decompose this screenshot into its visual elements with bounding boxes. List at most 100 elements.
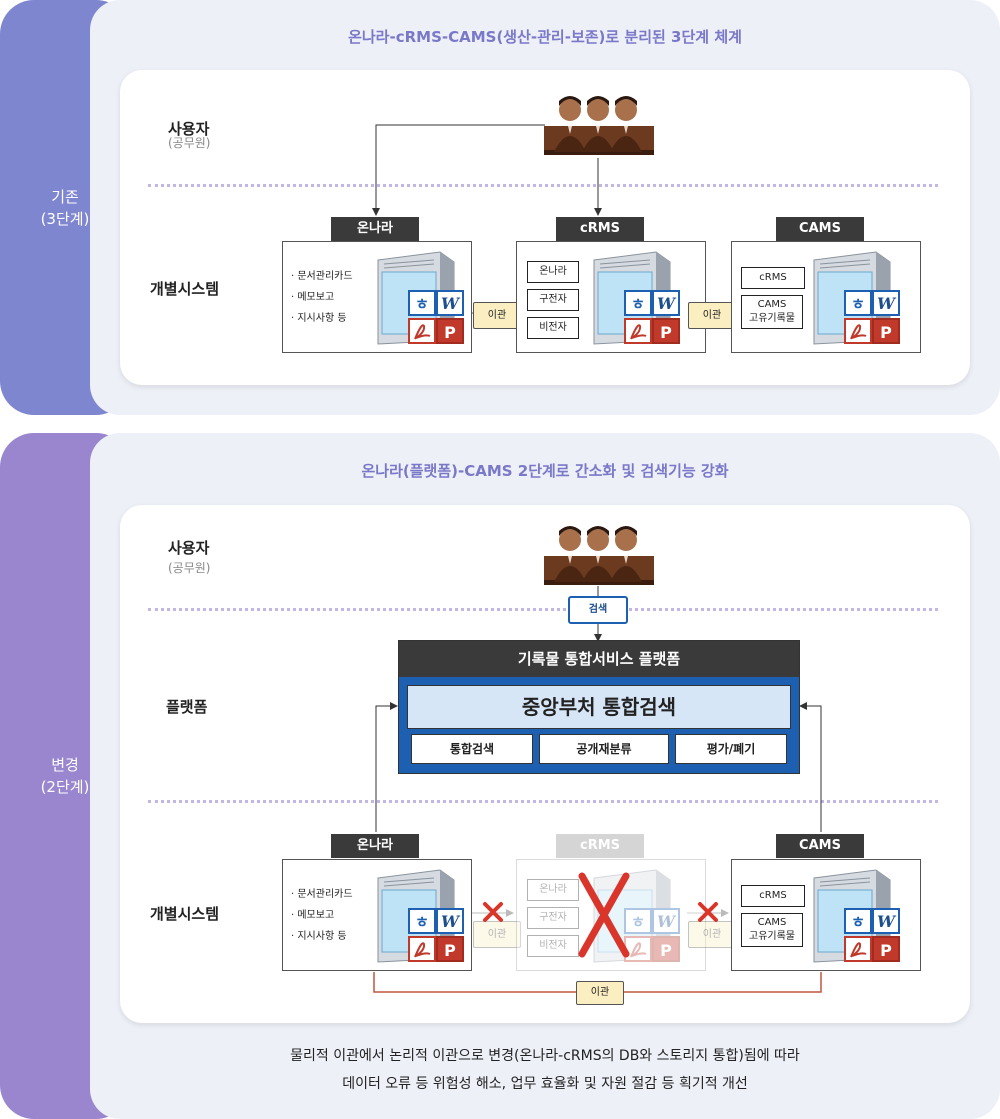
platform-evaluation: 평가/폐기 bbox=[675, 734, 787, 764]
hwp-icon: ㅎ bbox=[408, 908, 436, 934]
transfer-tag: 이관 bbox=[688, 921, 736, 948]
ppt-icon: P bbox=[436, 936, 464, 962]
svg-text:W: W bbox=[877, 294, 897, 313]
cams-tag-line: CAMS bbox=[757, 917, 787, 928]
pdf-icon bbox=[844, 318, 872, 344]
pdf-icon bbox=[624, 318, 652, 344]
word-icon: W bbox=[436, 290, 464, 316]
hwp-icon: ㅎ bbox=[844, 290, 872, 316]
user-sublabel: (공무원) bbox=[168, 136, 211, 150]
side-tab-label: 변경 bbox=[51, 756, 79, 774]
cams-title: CAMS bbox=[776, 217, 864, 241]
word-icon: W bbox=[652, 908, 680, 934]
svg-text:ㅎ: ㅎ bbox=[851, 295, 865, 313]
svg-text:W: W bbox=[441, 912, 461, 931]
user-label: 사용자 bbox=[168, 539, 210, 557]
divider-dots bbox=[148, 184, 938, 187]
cams-tag-own-records: CAMS 고유기록물 bbox=[741, 913, 803, 947]
pdf-icon bbox=[844, 936, 872, 962]
changed-heading: 온나라(플랫폼)-CAMS 2단계로 간소화 및 검색기능 강화 bbox=[361, 462, 729, 480]
svg-text:P: P bbox=[444, 941, 456, 960]
word-icon: W bbox=[872, 290, 900, 316]
onnara-bullets: · 문서관리카드 · 메모보고 · 지시사항 등 bbox=[291, 884, 353, 947]
svg-text:ㅎ: ㅎ bbox=[415, 295, 429, 313]
cross-icon bbox=[578, 872, 630, 958]
users-icon bbox=[544, 526, 654, 585]
platform-reclassification: 공개재분류 bbox=[539, 734, 669, 764]
bullet-item: · 메모보고 bbox=[291, 910, 335, 921]
transfer-tag: 이관 bbox=[473, 302, 521, 329]
svg-text:P: P bbox=[660, 941, 672, 960]
system-row-label: 개별시스템 bbox=[150, 905, 220, 923]
cams-tag-line: CAMS bbox=[757, 299, 787, 310]
svg-text:P: P bbox=[880, 941, 892, 960]
ppt-icon: P bbox=[652, 318, 680, 344]
onnara-bullets: · 문서관리카드 · 메모보고 · 지시사항 등 bbox=[291, 266, 353, 329]
pdf-icon bbox=[408, 936, 436, 962]
footer-line-2: 데이터 오류 등 위험성 해소, 업무 효율화 및 자원 절감 등 획기적 개선 bbox=[342, 1076, 748, 1092]
svg-text:P: P bbox=[660, 323, 672, 342]
crms-tag-old-electronic: 구전자 bbox=[527, 289, 579, 311]
crms-title: cRMS bbox=[556, 217, 644, 241]
platform-row-label: 플랫폼 bbox=[166, 698, 208, 716]
crms-title: cRMS bbox=[556, 834, 644, 858]
onnara-title: 온나라 bbox=[331, 834, 419, 858]
word-icon: W bbox=[872, 908, 900, 934]
central-search-box: 중앙부처 통합검색 bbox=[407, 685, 791, 729]
cams-tag-crms: cRMS bbox=[741, 267, 805, 289]
cross-icon bbox=[698, 902, 718, 922]
side-tab-label: 기존 bbox=[51, 187, 79, 206]
cross-icon bbox=[483, 902, 503, 922]
hwp-icon: ㅎ bbox=[624, 908, 652, 934]
bullet-item: · 문서관리카드 bbox=[291, 271, 353, 282]
hwp-icon: ㅎ bbox=[624, 290, 652, 316]
svg-text:ㅎ: ㅎ bbox=[631, 295, 645, 313]
ppt-icon: P bbox=[436, 318, 464, 344]
svg-text:ㅎ: ㅎ bbox=[631, 913, 645, 931]
svg-text:ㅎ: ㅎ bbox=[415, 913, 429, 931]
server-icon bbox=[593, 869, 671, 963]
ppt-icon: P bbox=[652, 936, 680, 962]
svg-text:W: W bbox=[877, 912, 897, 931]
ppt-icon: P bbox=[872, 318, 900, 344]
onnara-title: 온나라 bbox=[331, 217, 419, 241]
bullet-item: · 문서관리카드 bbox=[291, 889, 353, 900]
side-tab-sublabel: (3단계) bbox=[40, 209, 90, 228]
svg-text:ㅎ: ㅎ bbox=[851, 913, 865, 931]
transfer-tag: 이관 bbox=[473, 921, 521, 948]
cams-tag-own-records: CAMS 고유기록물 bbox=[741, 295, 803, 329]
footer-line-1: 물리적 이관에서 논리적 이관으로 변경(온나라-cRMS의 DB와 스토리지 … bbox=[290, 1048, 800, 1064]
word-icon: W bbox=[652, 290, 680, 316]
side-tab-sublabel: (2단계) bbox=[40, 778, 90, 796]
existing-heading: 온나라-cRMS-CAMS(생산-관리-보존)로 분리된 3단계 체계 bbox=[348, 28, 742, 46]
platform-integrated-search: 통합검색 bbox=[411, 734, 533, 764]
bullet-item: · 지시사항 등 bbox=[291, 931, 347, 942]
svg-text:W: W bbox=[657, 912, 677, 931]
pdf-icon bbox=[408, 318, 436, 344]
cams-tag-line: 고유기록물 bbox=[749, 313, 795, 324]
cams-tag-line: 고유기록물 bbox=[749, 931, 795, 942]
crms-tag-non-electronic: 비전자 bbox=[527, 317, 579, 339]
system-row-label: 개별시스템 bbox=[150, 280, 220, 298]
svg-text:P: P bbox=[444, 323, 456, 342]
cams-tag-crms: cRMS bbox=[741, 885, 805, 907]
crms-tag-onnara: 온나라 bbox=[527, 261, 579, 283]
user-sublabel: (공무원) bbox=[168, 561, 211, 575]
hwp-icon: ㅎ bbox=[844, 908, 872, 934]
crms-tag-non-electronic: 비전자 bbox=[527, 935, 579, 957]
transfer-tag: 이관 bbox=[688, 302, 736, 329]
crms-tag-old-electronic: 구전자 bbox=[527, 907, 579, 929]
users-icon bbox=[544, 96, 654, 155]
svg-text:W: W bbox=[441, 294, 461, 313]
word-icon: W bbox=[436, 908, 464, 934]
search-tag: 검색 bbox=[568, 596, 628, 624]
svg-text:W: W bbox=[657, 294, 677, 313]
cams-title: CAMS bbox=[776, 834, 864, 858]
records-platform: 기록물 통합서비스 플랫폼 중앙부처 통합검색 통합검색 공개재분류 평가/폐기 bbox=[398, 640, 800, 774]
bottom-transfer-tag: 이관 bbox=[576, 981, 624, 1005]
user-label: 사용자 bbox=[168, 120, 210, 138]
bullet-item: · 지시사항 등 bbox=[291, 313, 347, 324]
svg-text:P: P bbox=[880, 323, 892, 342]
bullet-item: · 메모보고 bbox=[291, 292, 335, 303]
divider-dots bbox=[148, 800, 938, 803]
